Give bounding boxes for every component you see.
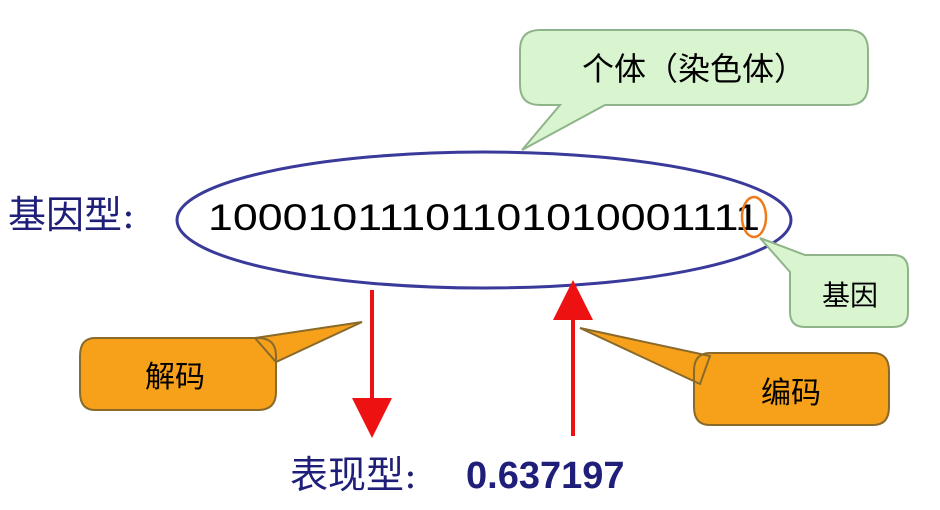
individual-callout-bubble (519, 29, 869, 151)
chromosome-ellipse (175, 150, 793, 290)
gene-callout-bubble (759, 237, 909, 328)
decode-callout-bubble (79, 321, 363, 411)
encode-callout-bubble (579, 327, 890, 426)
decode-callout-text: 解码 (145, 360, 205, 395)
gene-marker (740, 195, 768, 239)
genotype-label: 基因型: (8, 193, 135, 237)
individual-callout-text: 个体（染色体） (582, 50, 806, 88)
phenotype-label: 表现型: (290, 453, 417, 497)
phenotype-value: 0.637197 (466, 455, 625, 497)
genotype-bits: 10001011101101010001111 (208, 197, 760, 238)
encode-callout-text: 编码 (761, 376, 821, 411)
gene-callout-text: 基因 (822, 279, 878, 312)
